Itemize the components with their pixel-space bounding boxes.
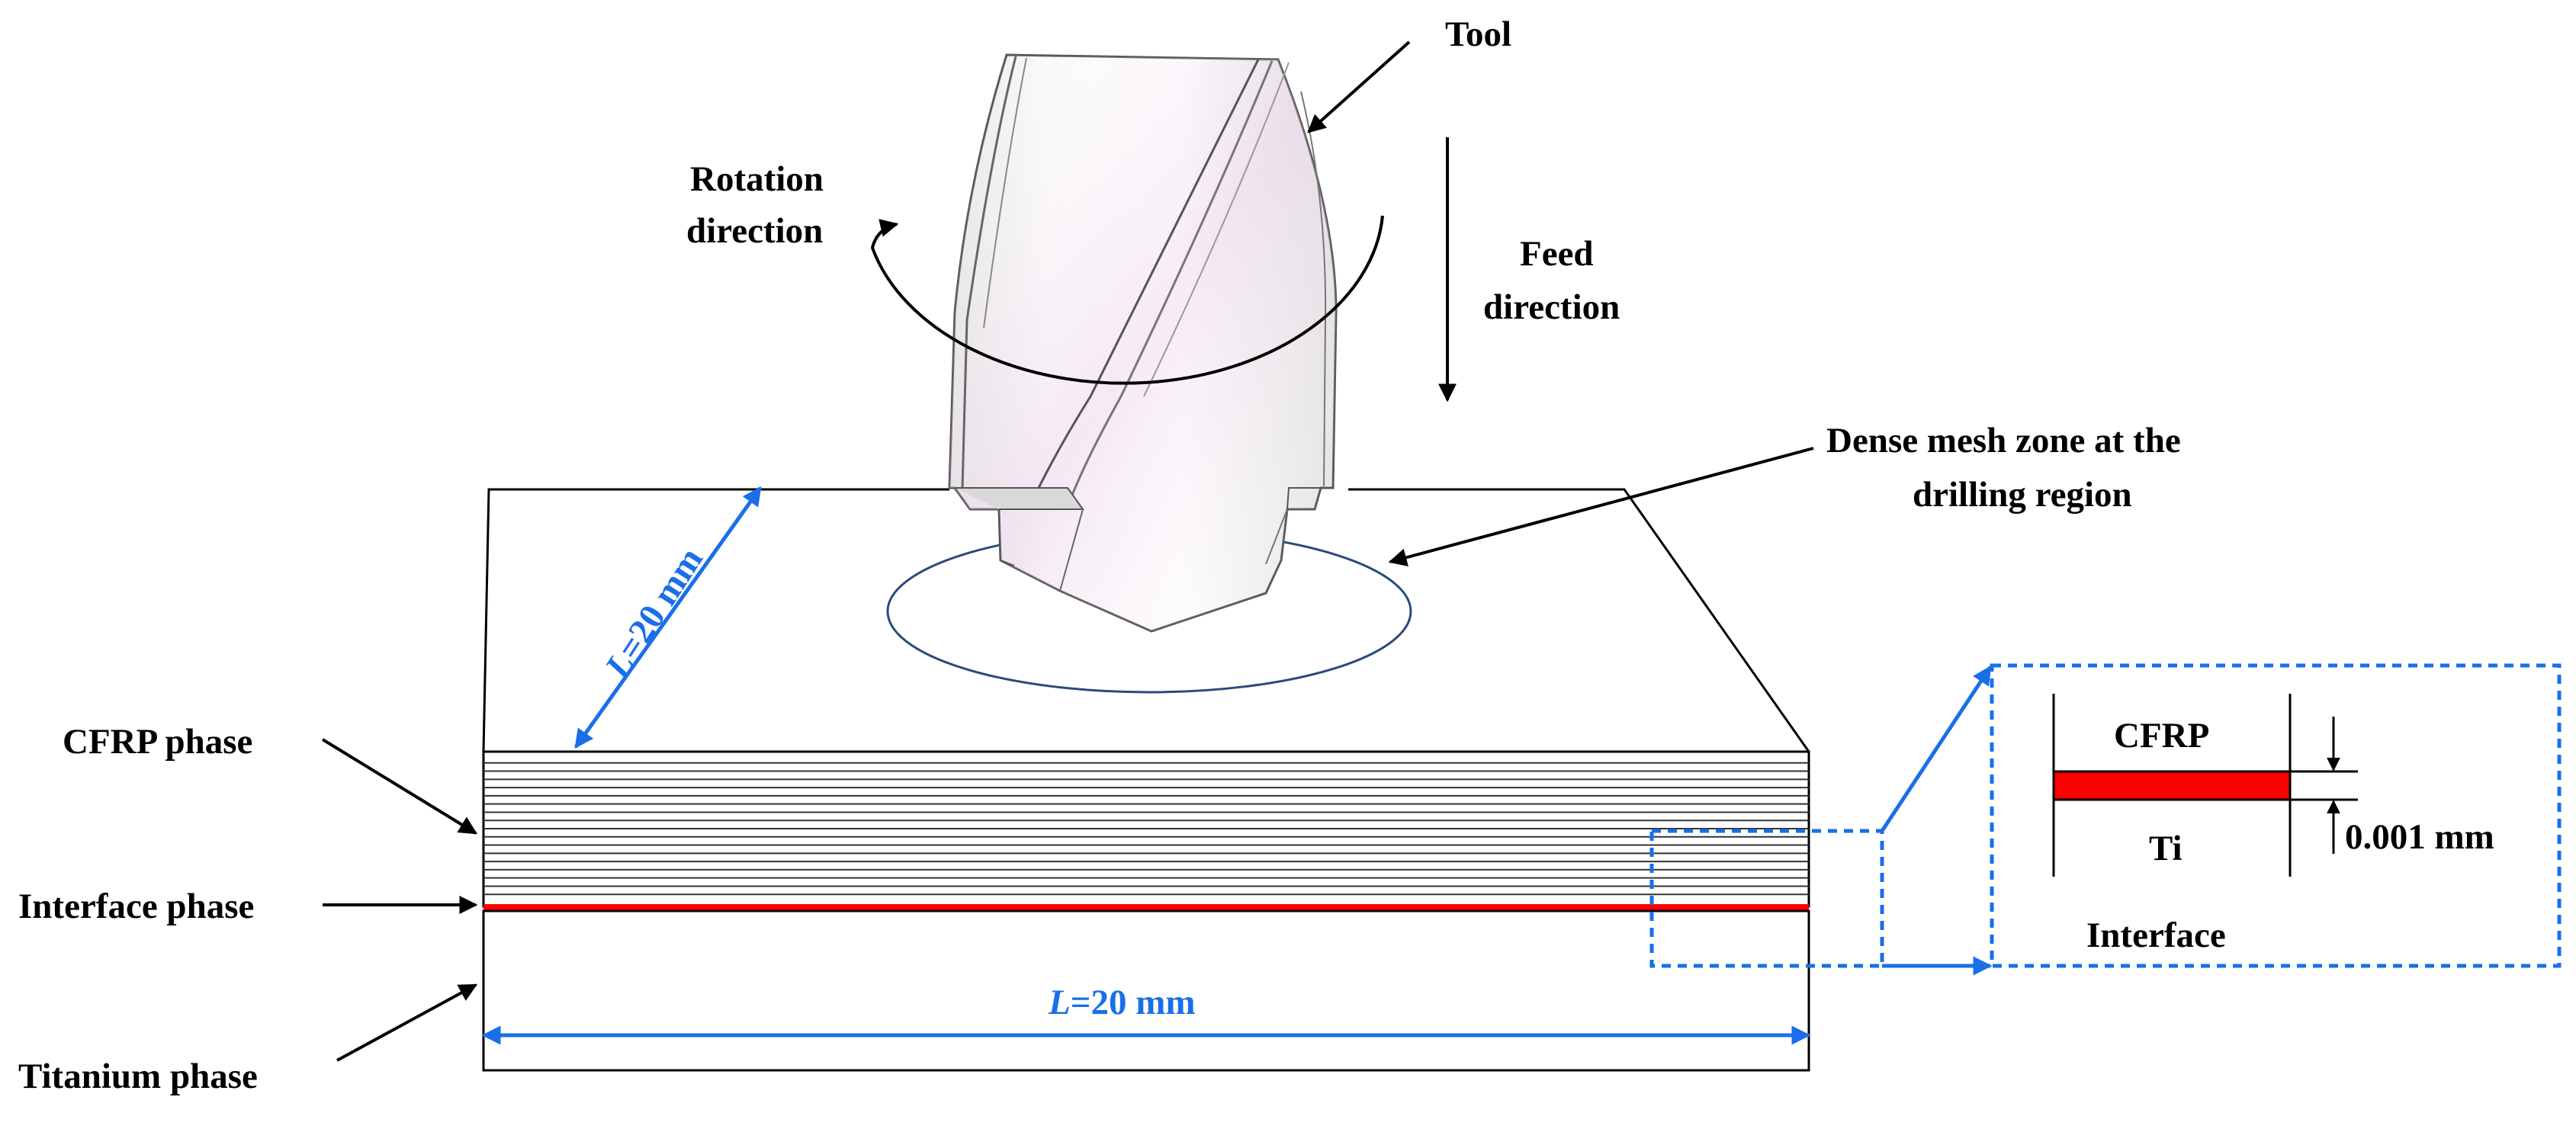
label-rotation-2: direction bbox=[686, 211, 823, 251]
depth-dimension-arrow bbox=[573, 486, 763, 749]
label-mesh-1: Dense mesh zone at the bbox=[1826, 421, 2181, 460]
label-cfrp-phase: CFRP phase bbox=[63, 722, 252, 762]
label-interface-phase: Interface phase bbox=[18, 887, 254, 926]
label-inset-thickness: 0.001 mm bbox=[2345, 817, 2494, 857]
label-width-dimension: L=20 mm bbox=[1048, 983, 1196, 1022]
interface-layer bbox=[483, 904, 1809, 911]
label-tool: Tool bbox=[1445, 14, 1511, 54]
inset-interface-bar bbox=[2052, 770, 2292, 801]
label-feed-1: Feed bbox=[1520, 234, 1594, 274]
mesh-pointer-arrow bbox=[1388, 447, 1814, 566]
inset-interface-detail bbox=[2052, 694, 2358, 877]
inset-box bbox=[1990, 663, 2562, 968]
plate-top-face bbox=[482, 488, 1810, 752]
ply-lines bbox=[483, 762, 1809, 896]
cfrp-laminate bbox=[482, 750, 1810, 908]
label-depth-dimension: L=20 mm bbox=[597, 540, 711, 686]
label-rotation-1: Rotation bbox=[690, 159, 824, 199]
label-inset-caption: Interface bbox=[2086, 916, 2226, 955]
cfrp-pointer-arrow bbox=[321, 738, 478, 835]
label-feed-2: direction bbox=[1483, 287, 1620, 327]
tool-pointer-arrow bbox=[1307, 40, 1411, 133]
titanium-pointer-arrow bbox=[336, 983, 478, 1062]
label-mesh-2: drilling region bbox=[1913, 475, 2132, 515]
zoom-selection-box bbox=[1649, 829, 1884, 968]
rotation-arrow bbox=[870, 215, 1384, 385]
drill-tool bbox=[948, 53, 1338, 633]
label-inset-ti: Ti bbox=[2149, 829, 2183, 868]
zoom-callout-arrow-top bbox=[1880, 665, 1993, 832]
label-inset-cfrp: CFRP bbox=[2114, 716, 2209, 755]
label-titanium-phase: Titanium phase bbox=[18, 1057, 258, 1096]
